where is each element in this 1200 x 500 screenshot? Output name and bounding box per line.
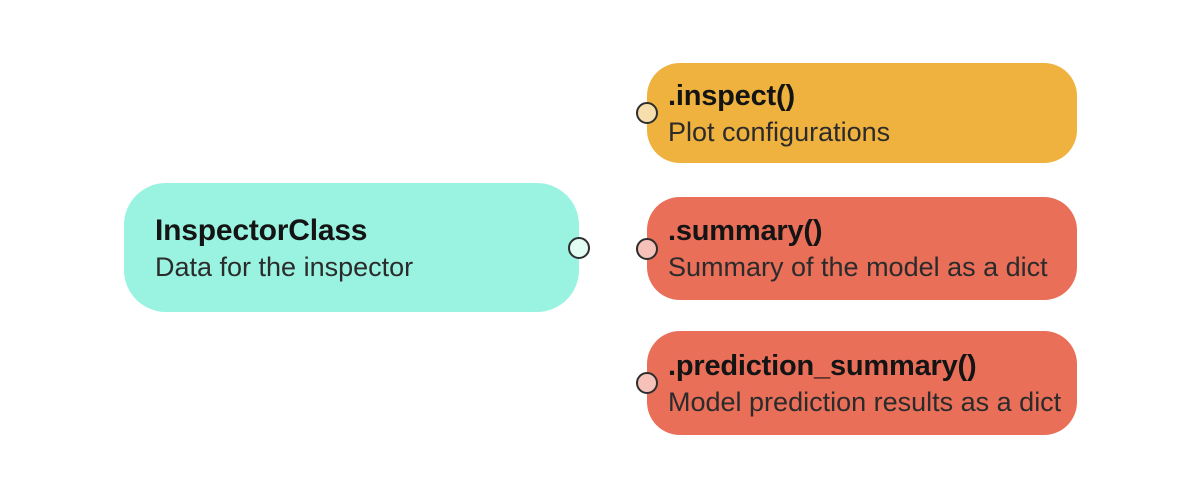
connector-port-icon <box>636 372 658 394</box>
method-node-prediction-summary: .prediction_summary() Model prediction r… <box>636 331 1077 435</box>
method-title: .prediction_summary() <box>668 349 977 382</box>
connector-port-icon <box>568 236 590 259</box>
method-node-inspect: .inspect() Plot configurations <box>636 63 1077 163</box>
method-subtitle: Summary of the model as a dict <box>668 252 1048 282</box>
method-subtitle: Model prediction results as a dict <box>668 386 1062 417</box>
connector-port-icon <box>636 237 658 260</box>
method-title: .inspect() <box>668 79 795 112</box>
connector-port-icon <box>636 102 658 124</box>
class-node-inspectorclass: InspectorClass Data for the inspector <box>124 183 590 312</box>
method-title: .summary() <box>668 215 823 247</box>
class-node-subtitle: Data for the inspector <box>155 251 414 282</box>
method-subtitle: Plot configurations <box>668 116 891 147</box>
method-node-summary: .summary() Summary of the model as a dic… <box>636 197 1077 300</box>
class-node-title: InspectorClass <box>155 213 368 247</box>
